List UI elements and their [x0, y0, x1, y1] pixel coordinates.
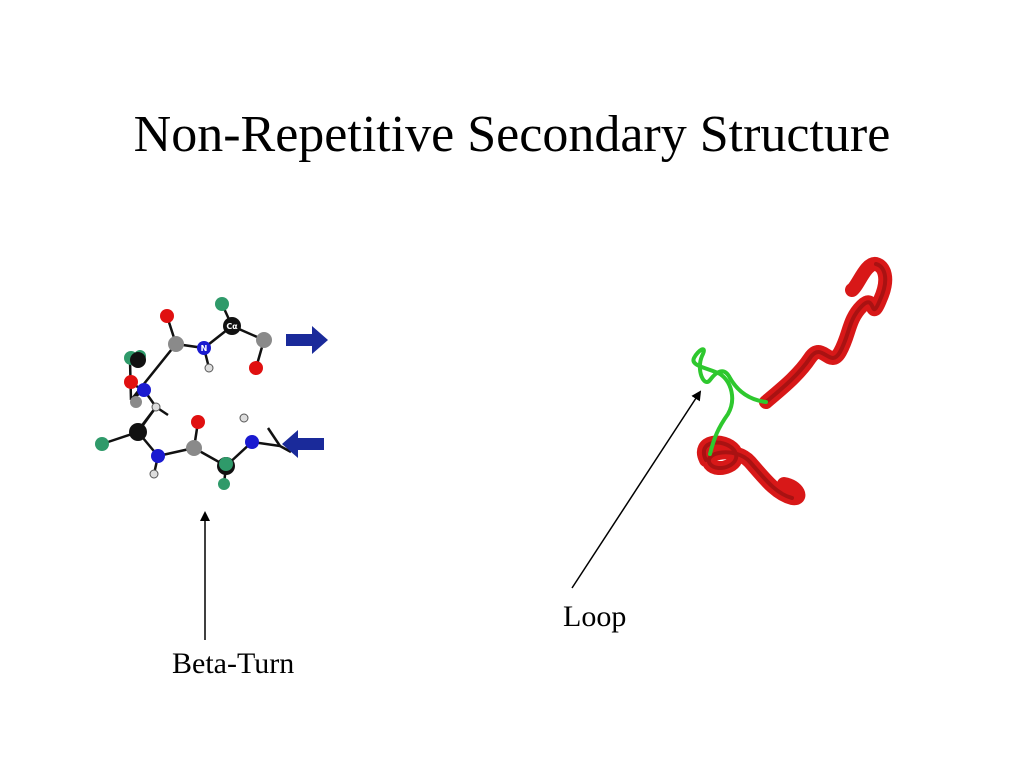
bond-lines — [101, 303, 292, 485]
hydrogen-atom — [239, 413, 249, 423]
nitrogen-label: N — [201, 344, 208, 353]
carbon-atom — [256, 332, 272, 348]
nitrogen-atom — [137, 383, 151, 397]
oxygen-atom — [249, 361, 263, 375]
side-chain-atom — [218, 478, 230, 490]
side-chain-atom — [215, 297, 229, 311]
nitrogen-atom — [151, 449, 165, 463]
alpha-carbon-atom — [130, 352, 146, 368]
helix-ribbon-lower — [697, 435, 806, 506]
loop-ribbon-diagram — [691, 257, 893, 506]
alpha-carbon-atom — [223, 317, 241, 335]
hydrogen-atom — [149, 469, 159, 479]
alpha-carbon-atom — [129, 423, 147, 441]
slide-title: Non-Repetitive Secondary Structure — [133, 106, 891, 163]
hydrogen-atom — [151, 402, 161, 412]
loop-coil — [691, 347, 768, 456]
nitrogen-atom — [197, 341, 211, 355]
carbon-atom — [130, 396, 142, 408]
side-chain-atom — [219, 457, 233, 471]
oxygen-atom — [124, 375, 138, 389]
loop-caption: Loop — [563, 600, 627, 633]
beta-turn-diagram: N Cα — [95, 297, 328, 490]
carbon-atom — [168, 336, 184, 352]
oxygen-atom — [191, 415, 205, 429]
helix-ribbon-upper — [759, 257, 893, 409]
alpha-carbon-label: Cα — [226, 322, 238, 331]
left-arrow-icon — [282, 430, 324, 458]
side-chain-atom — [95, 437, 109, 451]
nitrogen-atom — [245, 435, 259, 449]
carbon-atom — [186, 440, 202, 456]
right-arrow-icon — [286, 326, 328, 354]
oxygen-atom — [160, 309, 174, 323]
beta-turn-caption: Beta-Turn — [172, 647, 295, 680]
hydrogen-atom — [204, 363, 214, 373]
